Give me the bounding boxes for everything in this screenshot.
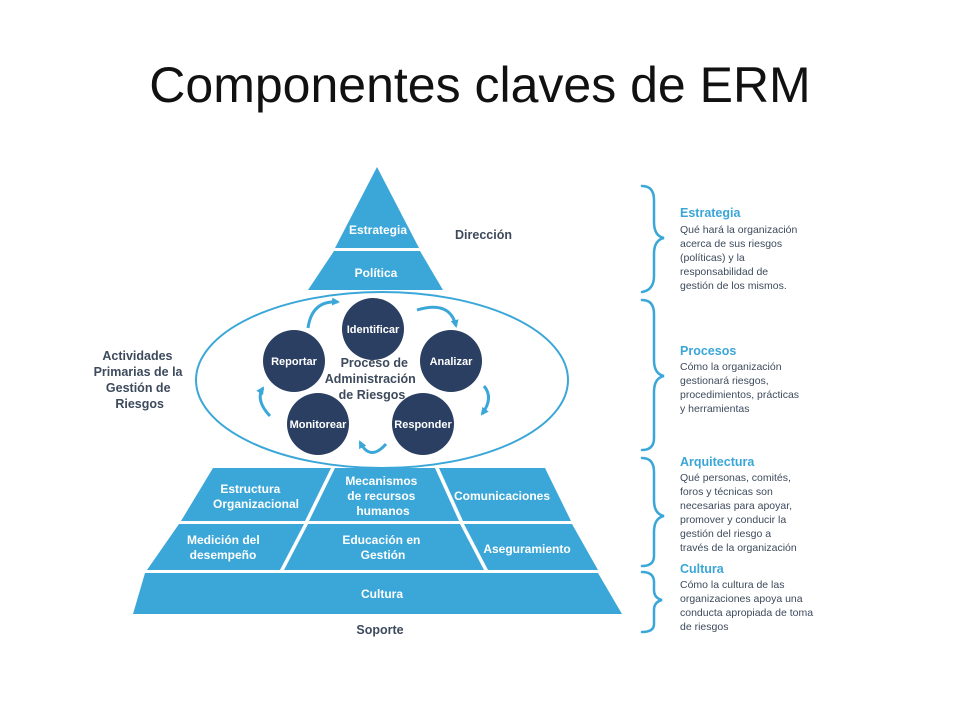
step-monitorear [287, 393, 349, 455]
mecanismos-label: Mecanismos de recursos humanos [345, 474, 420, 518]
tier-estructura [181, 468, 331, 521]
tier-estrategia-label: Estrategia [349, 223, 407, 237]
sidebar-estrategia: Estrategia Qué hará la organización acer… [680, 204, 802, 292]
tier-politica [308, 251, 443, 290]
step-responder [392, 393, 454, 455]
direccion-label: Dirección [455, 228, 512, 242]
estructura-label: Estructura Organizacional [213, 482, 299, 511]
sidebar-cultura: Cultura Cómo la cultura de las organizac… [680, 560, 818, 633]
tier-cultura [133, 573, 622, 614]
tier-estrategia [335, 167, 419, 248]
step-analizar [420, 330, 482, 392]
step-analizar-label: Analizar [430, 356, 474, 368]
process-center-label: Proceso de Administración de Riesgos [325, 356, 419, 402]
brace-icon [640, 184, 665, 634]
step-reportar-label: Reportar [271, 356, 318, 368]
tier-aseguramiento [464, 524, 598, 570]
sidebar-arquitectura: Arquitectura Qué personas, comités, foro… [680, 453, 797, 554]
step-monitorear-label: Monitorear [290, 419, 348, 431]
slide-title: Componentes claves de ERM [149, 57, 811, 113]
step-responder-label: Responder [394, 419, 452, 431]
aseguramiento-label: Aseguramiento [483, 542, 570, 556]
educacion-label: Educación en Gestión [342, 533, 423, 562]
comunicaciones-label: Comunicaciones [454, 489, 550, 503]
sidebar-procesos: Procesos Cómo la organización gestionará… [680, 342, 804, 415]
tier-politica-label: Política [355, 266, 398, 280]
tier-mecanismos [309, 468, 459, 521]
step-identificar-label: Identificar [347, 324, 400, 336]
curved-arrow-icon [256, 297, 490, 454]
step-reportar [263, 330, 325, 392]
actividades-label: Actividades Primarias de la Gestión de R… [94, 349, 186, 411]
step-identificar [342, 298, 404, 360]
tier-educacion [284, 524, 484, 570]
medicion-label: Medición del desempeño [187, 533, 263, 562]
tier-medicion [147, 524, 304, 570]
tier-comunicaciones [439, 468, 571, 521]
soporte-label: Soporte [356, 623, 403, 637]
cultura-label: Cultura [361, 587, 403, 601]
